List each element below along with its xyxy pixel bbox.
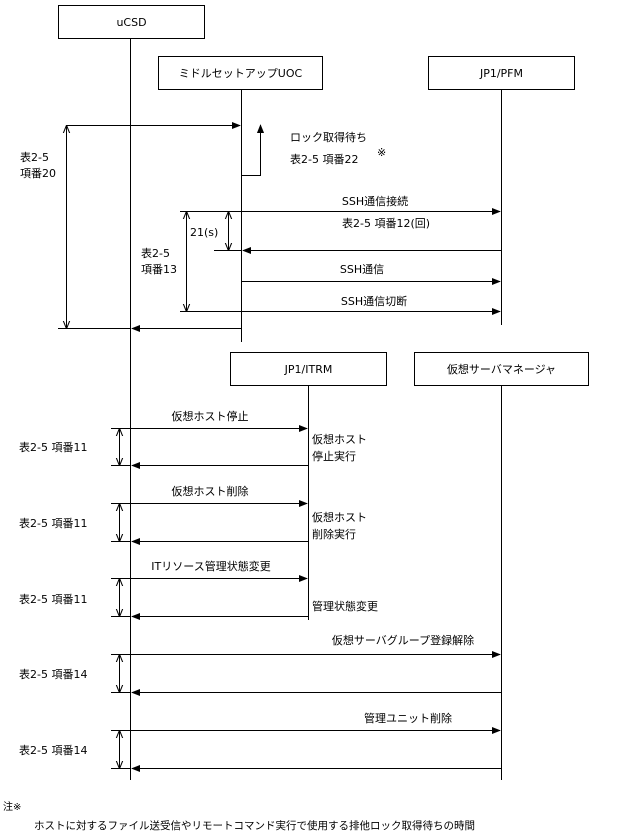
label-state-change: 管理状態変更	[312, 599, 378, 613]
ref-14-a: 表2-5 項番14	[19, 667, 87, 681]
label-vgroup-unreg: 仮想サーバグループ登録解除	[332, 633, 474, 647]
participant-midware: ミドルセットアップUOC	[179, 67, 303, 80]
self-loop-lock-wait	[241, 124, 265, 176]
label-ssh-connect-ref: 表2-5 項番12(回)	[342, 216, 430, 230]
label-host-delete: 仮想ホスト削除	[172, 484, 249, 498]
participant-box-ucsd	[58, 5, 205, 39]
label-ssh-disconnect: SSH通信切断	[341, 294, 407, 308]
label-timeout: 21(s)	[190, 226, 218, 239]
ref-11-b: 表2-5 項番11	[19, 516, 87, 530]
label-host-stop: 仮想ホスト停止	[172, 409, 249, 423]
label-ssh-comm: SSH通信	[340, 263, 384, 276]
ref-14-b: 表2-5 項番14	[19, 743, 87, 757]
ref-11-a: 表2-5 項番11	[19, 440, 87, 454]
note-mark: ※	[377, 146, 386, 159]
label-lock-wait: ロック取得待ち	[290, 130, 367, 144]
participant-pfm: JP1/PFM	[479, 67, 523, 80]
label-host-stop-exec-2: 停止実行	[312, 449, 356, 463]
note-heading: 注※	[3, 802, 22, 813]
label-host-delete-exec-2: 削除実行	[312, 527, 356, 541]
participant-ucsd: uCSD	[116, 16, 146, 29]
label-lock-ref: 表2-5 項番22	[290, 152, 358, 166]
ref-13-line2: 項番13	[141, 263, 177, 276]
ref-20-line1: 表2-5	[20, 150, 49, 164]
participant-box-midware	[158, 56, 323, 90]
ref-20-line2: 項番20	[20, 167, 56, 180]
participant-vsm: 仮想サーバマネージャ	[447, 362, 556, 376]
label-unit-delete: 管理ユニット削除	[364, 711, 452, 725]
ref-13-line1: 表2-5	[141, 246, 170, 260]
label-ssh-connect: SSH通信接続	[342, 194, 408, 208]
label-it-change: ITリソース管理状態変更	[151, 559, 270, 573]
label-host-delete-exec-1: 仮想ホスト	[312, 510, 367, 524]
note-text: ホストに対するファイル送受信やリモートコマンド実行で使用する排他ロック取得待ちの…	[34, 820, 475, 832]
participant-itrm: JP1/ITRM	[284, 363, 333, 376]
ref-11-c: 表2-5 項番11	[19, 592, 87, 606]
label-host-stop-exec-1: 仮想ホスト	[312, 432, 367, 446]
